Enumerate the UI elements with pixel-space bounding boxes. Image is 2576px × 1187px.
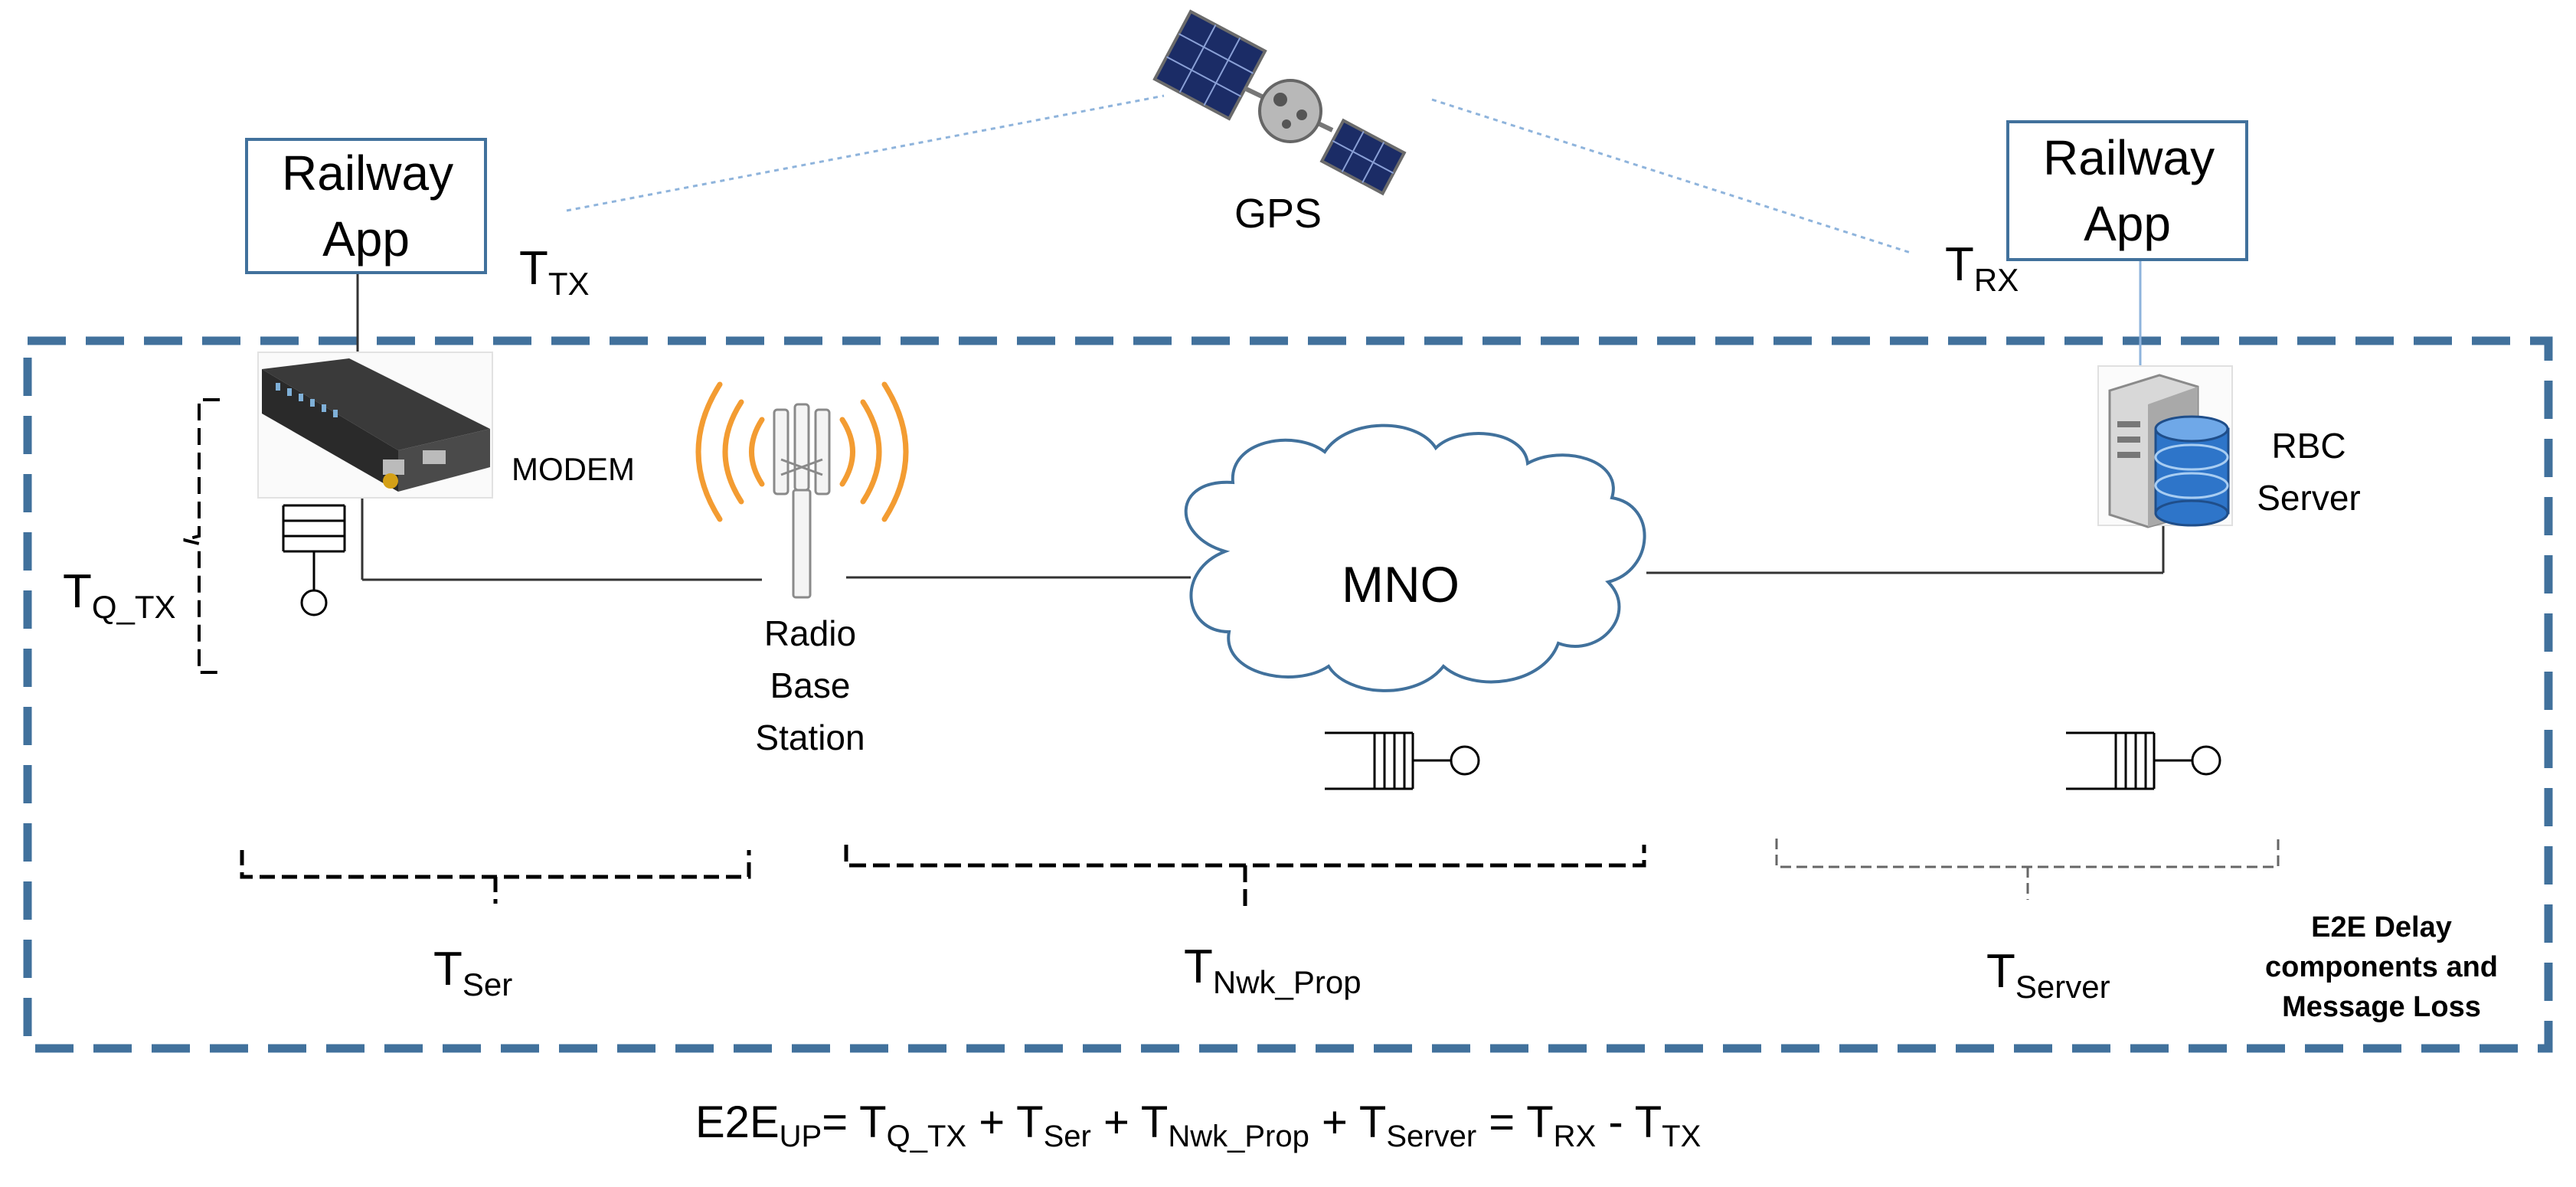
tserver-brace bbox=[1775, 839, 2280, 900]
e2e-frame-caption: E2E Delay components and Message Loss bbox=[2264, 911, 2499, 1023]
e2e-delay-frame bbox=[23, 336, 2553, 1053]
tnwkprop-brace bbox=[844, 845, 1646, 908]
railway-app-right-label: Railway App bbox=[2043, 130, 2215, 251]
antenna-icon bbox=[695, 381, 909, 599]
modem-icon bbox=[257, 352, 493, 499]
satellite-icon bbox=[1152, 9, 1407, 196]
railway-app-box-left: Railway App bbox=[245, 138, 487, 274]
gps-label: GPS bbox=[1234, 191, 1322, 237]
modem-label: MODEM bbox=[512, 451, 635, 487]
tqtx-bracket bbox=[183, 398, 220, 674]
mno-label: MNO bbox=[1342, 556, 1460, 613]
t-rx-label: TRX bbox=[1945, 238, 2019, 298]
queue-icon-server bbox=[2066, 731, 2221, 790]
railway-app-left-label: Railway App bbox=[282, 146, 454, 267]
rbc-server-label: RBC Server bbox=[2257, 426, 2361, 518]
t-ser-label: TSer bbox=[433, 943, 513, 1002]
gps-link-left bbox=[566, 94, 1165, 212]
t-q-tx-label: TQ_TX bbox=[63, 565, 176, 625]
e2e-formula: E2EUP= TQ_TX + TSer + TNwk_Prop + TServe… bbox=[695, 1097, 1702, 1153]
cloud-icon bbox=[1184, 423, 1646, 692]
queue-icon-modem bbox=[282, 504, 346, 616]
t-server-label: TServer bbox=[1986, 945, 2110, 1005]
queue-icon-network bbox=[1325, 731, 1480, 790]
t-nwk-prop-label: TNwk_Prop bbox=[1184, 940, 1362, 1000]
tser-brace bbox=[240, 850, 751, 904]
server-icon bbox=[2097, 365, 2233, 528]
radio-base-station-label: Radio Base Station bbox=[755, 613, 865, 757]
t-tx-label: TTX bbox=[519, 242, 590, 302]
railway-app-box-right: Railway App bbox=[2006, 120, 2248, 261]
gps-link-right bbox=[1431, 98, 1911, 254]
